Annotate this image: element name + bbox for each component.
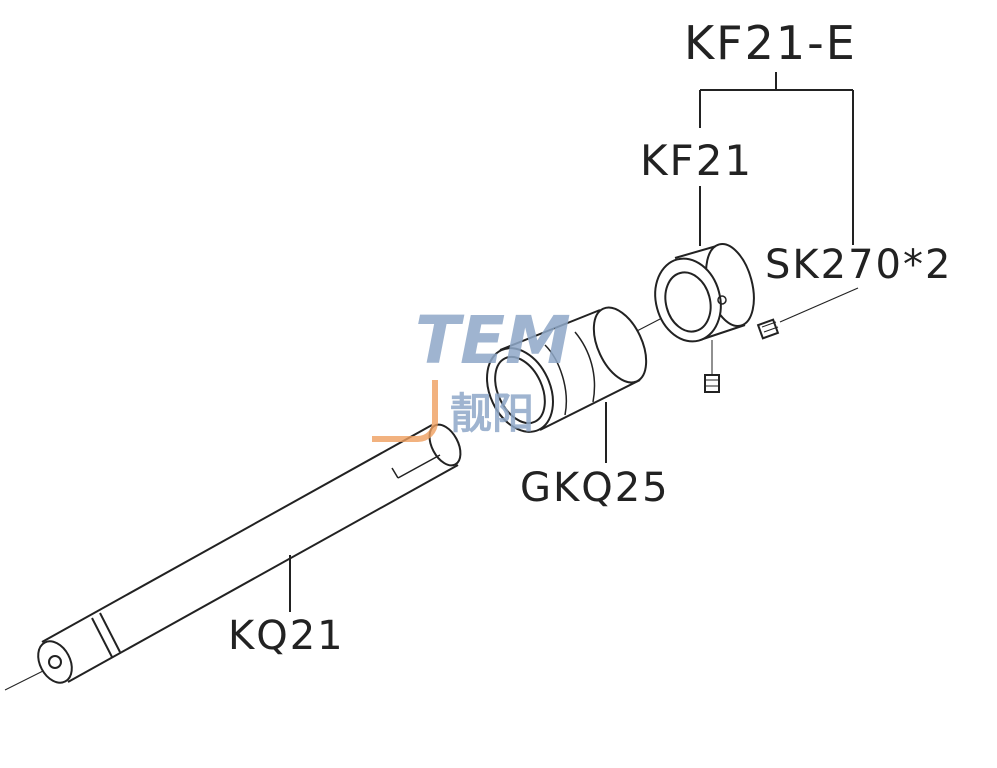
set-screw: [756, 318, 780, 340]
shaft-kq21: [37, 423, 462, 684]
label-kf21: KF21: [640, 136, 754, 185]
watermark-logo: TEM: [415, 302, 571, 379]
label-kq21: KQ21: [228, 613, 345, 659]
watermark-logo: [372, 380, 438, 442]
bushing-gkq25: [486, 306, 648, 433]
label-sk270: SK270*2: [765, 242, 953, 288]
label-kf21-e: KF21-E: [684, 16, 857, 70]
set-screw: [704, 340, 720, 393]
collar-kf21: [654, 243, 755, 343]
label-gkq25: GKQ25: [520, 465, 670, 511]
center-axis-line: [634, 317, 663, 333]
watermark-logo: 靓阳: [450, 389, 535, 438]
leader-lines: [289, 72, 859, 612]
center-axis-line: [4, 669, 46, 691]
